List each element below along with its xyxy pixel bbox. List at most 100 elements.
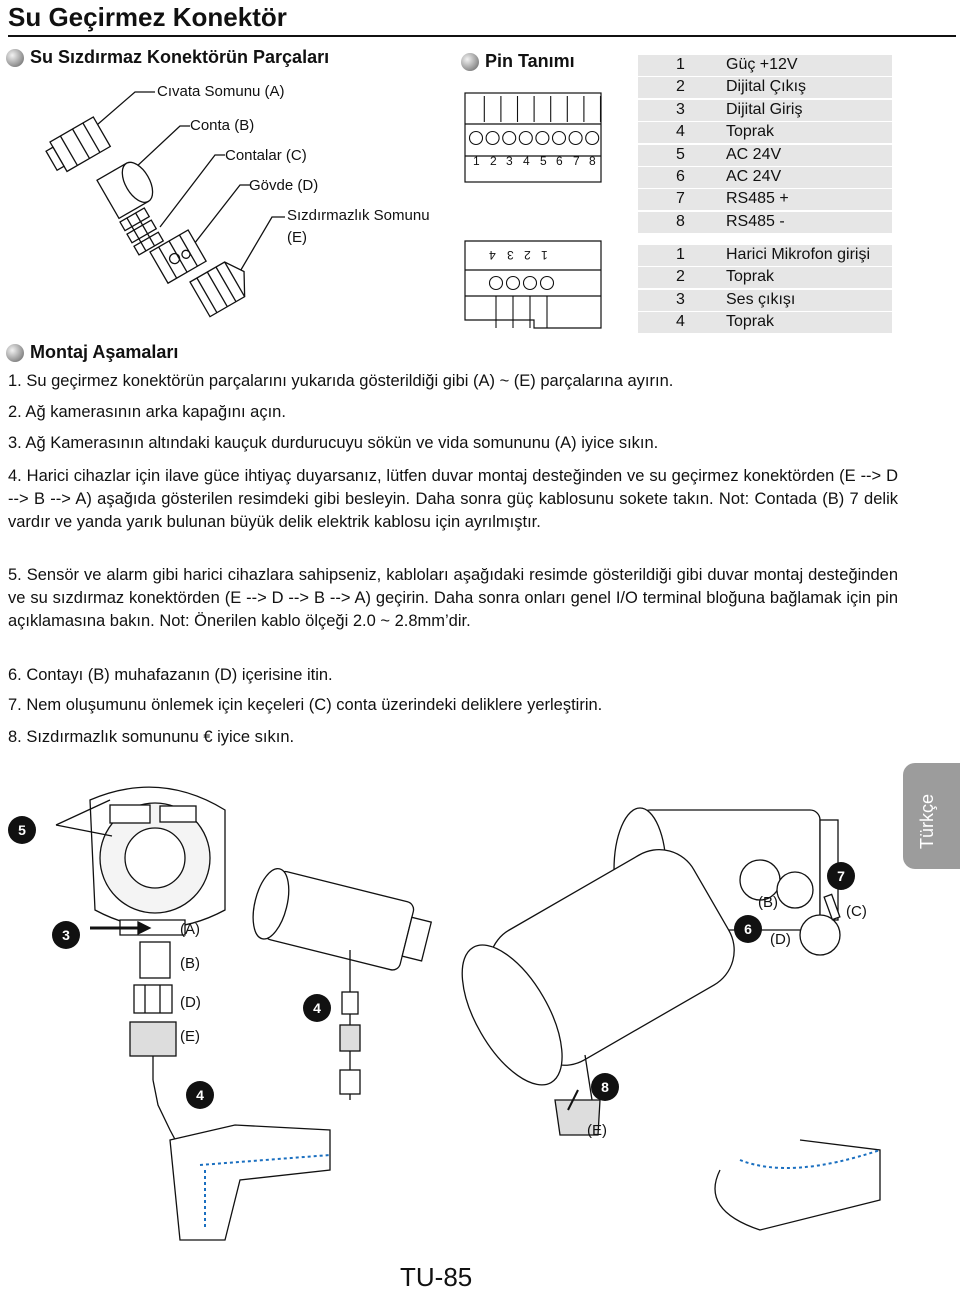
terminal-pin (518, 130, 533, 146)
step-item: 3. Ağ Kamerasının altındaki kauçuk durdu… (8, 434, 659, 452)
terminal-pin (485, 130, 500, 146)
pin-number: 2 (490, 154, 497, 168)
terminal-block-8pin (464, 92, 602, 183)
step-badge: 7 (827, 862, 855, 890)
pin-row: 1 Güç +12V (638, 55, 892, 76)
terminal-pin (568, 130, 583, 146)
pin-number: 1 (676, 56, 685, 73)
terminal-pin (585, 130, 600, 146)
pin-row: 4 Toprak (638, 122, 892, 144)
step-item: 4. Harici cihazlar için ilave güce ihtiy… (8, 467, 898, 531)
pin-description: Dijital Giriş (726, 100, 803, 118)
part-label-a: Cıvata Somunu (A) (157, 83, 285, 100)
pin-description: Dijital Çıkış (726, 78, 807, 96)
figure-label: (C) (846, 903, 867, 920)
pin-row: 5 AC 24V (638, 144, 892, 166)
terminal-pin (505, 275, 521, 291)
step-item: 8. Sızdırmazlık somununu € iyice sıkın. (8, 728, 295, 746)
mounting-heading: Montaj Aşamaları (6, 342, 178, 363)
terminal-block-4pin (464, 240, 602, 329)
pin-description: Toprak (726, 123, 775, 141)
pin-description: Toprak (726, 313, 775, 331)
figure-label: (D) (770, 931, 791, 948)
step-badge: 3 (52, 921, 80, 949)
pin-description: RS485 - (726, 212, 785, 230)
pin-description: Harici Mikrofon girişi (726, 246, 871, 263)
pin-number: 8 (589, 154, 596, 168)
pin-number: 4 (676, 313, 685, 331)
terminal-pin (522, 275, 538, 291)
figure-label: (E) (587, 1122, 607, 1139)
page-number: TU-85 (400, 1262, 473, 1292)
step-badge: 4 (186, 1081, 214, 1109)
pin-number: 2 (676, 268, 685, 286)
step-item: 2. Ağ kamerasının arka kapağını açın. (8, 403, 286, 421)
figure-label: (B) (758, 894, 778, 911)
terminal-pin (551, 130, 567, 146)
pin-number: 1 (541, 248, 548, 262)
pin-number: 1 (473, 154, 480, 168)
part-label-d: Gövde (D) (249, 177, 319, 194)
step-badge: 6 (734, 915, 762, 943)
pin-description: Güç +12V (726, 56, 798, 73)
figure-label: (D) (180, 994, 201, 1011)
pin-row: 2 Toprak (638, 267, 892, 289)
pin-number: 7 (676, 190, 685, 208)
step-item: 5. Sensör ve alarm gibi harici cihazlara… (8, 566, 898, 630)
step-badge: 5 (8, 816, 36, 844)
step-item: 7. Nem oluşumunu önlemek için keçeleri (… (8, 696, 603, 714)
pin-heading: Pin Tanımı (461, 51, 575, 72)
pin-description: RS485 + (726, 190, 789, 208)
part-label-c: Contalar (C) (225, 147, 307, 164)
pin-number: 5 (676, 145, 685, 163)
installation-illustration (55, 786, 881, 1241)
pin-row: 8 RS485 - (638, 211, 892, 233)
pin-description: Toprak (726, 268, 775, 286)
parts-heading: Su Sızdırmaz Konektörün Parçaları (6, 47, 329, 68)
step-item: 6. Contayı (B) muhafazanın (D) içerisine… (8, 666, 333, 684)
pin-row: 2 Dijital Çıkış (638, 77, 892, 99)
bullet-icon (461, 52, 479, 71)
pin-row: 6 AC 24V (638, 167, 892, 188)
step-item: 1. Su geçirmez konektörün parçalarını yu… (8, 372, 674, 390)
pin-number: 3 (676, 290, 685, 308)
pin-number: 7 (573, 154, 580, 168)
figure-label: (A) (180, 921, 200, 938)
pin-number: 4 (523, 154, 530, 168)
pin-number: 4 (676, 123, 685, 141)
step-badge: 8 (591, 1073, 619, 1101)
bullet-icon (6, 48, 24, 67)
pin-number: 8 (676, 212, 685, 230)
pin-row: 4 Toprak (638, 312, 892, 334)
part-label-e: Sızdırmazlık Somunu (287, 207, 430, 224)
terminal-pin (468, 130, 484, 146)
pin-number: 3 (507, 248, 514, 262)
part-label-e-letter: (E) (287, 229, 307, 246)
part-label-b: Conta (B) (190, 117, 255, 134)
language-tab: Türkçe (903, 763, 960, 869)
terminal-pin (539, 275, 555, 291)
pin-number: 6 (676, 168, 685, 185)
pin-row: 3 Dijital Giriş (638, 99, 892, 121)
pin-row: 7 RS485 + (638, 189, 892, 211)
pin-description: AC 24V (726, 145, 782, 163)
step-badge: 4 (303, 994, 331, 1022)
pin-number: 3 (506, 154, 513, 168)
page-title: Su Geçirmez Konektör (8, 2, 956, 37)
terminal-pin (488, 275, 504, 291)
figure-label: (B) (180, 955, 200, 972)
pin-number: 4 (489, 248, 496, 262)
terminal-pin (502, 130, 517, 146)
connector-parts-illustration (45, 91, 285, 318)
pin-number: 3 (676, 100, 685, 118)
terminal-pin (535, 130, 550, 146)
pin-description: AC 24V (726, 168, 782, 185)
pin-number: 5 (540, 154, 547, 168)
bullet-icon (6, 343, 24, 362)
pin-number: 6 (556, 154, 563, 168)
pin-number: 2 (676, 78, 685, 96)
figure-label: (E) (180, 1028, 200, 1045)
pin-row: 1 Harici Mikrofon girişi (638, 245, 892, 266)
pin-number: 1 (676, 246, 685, 263)
